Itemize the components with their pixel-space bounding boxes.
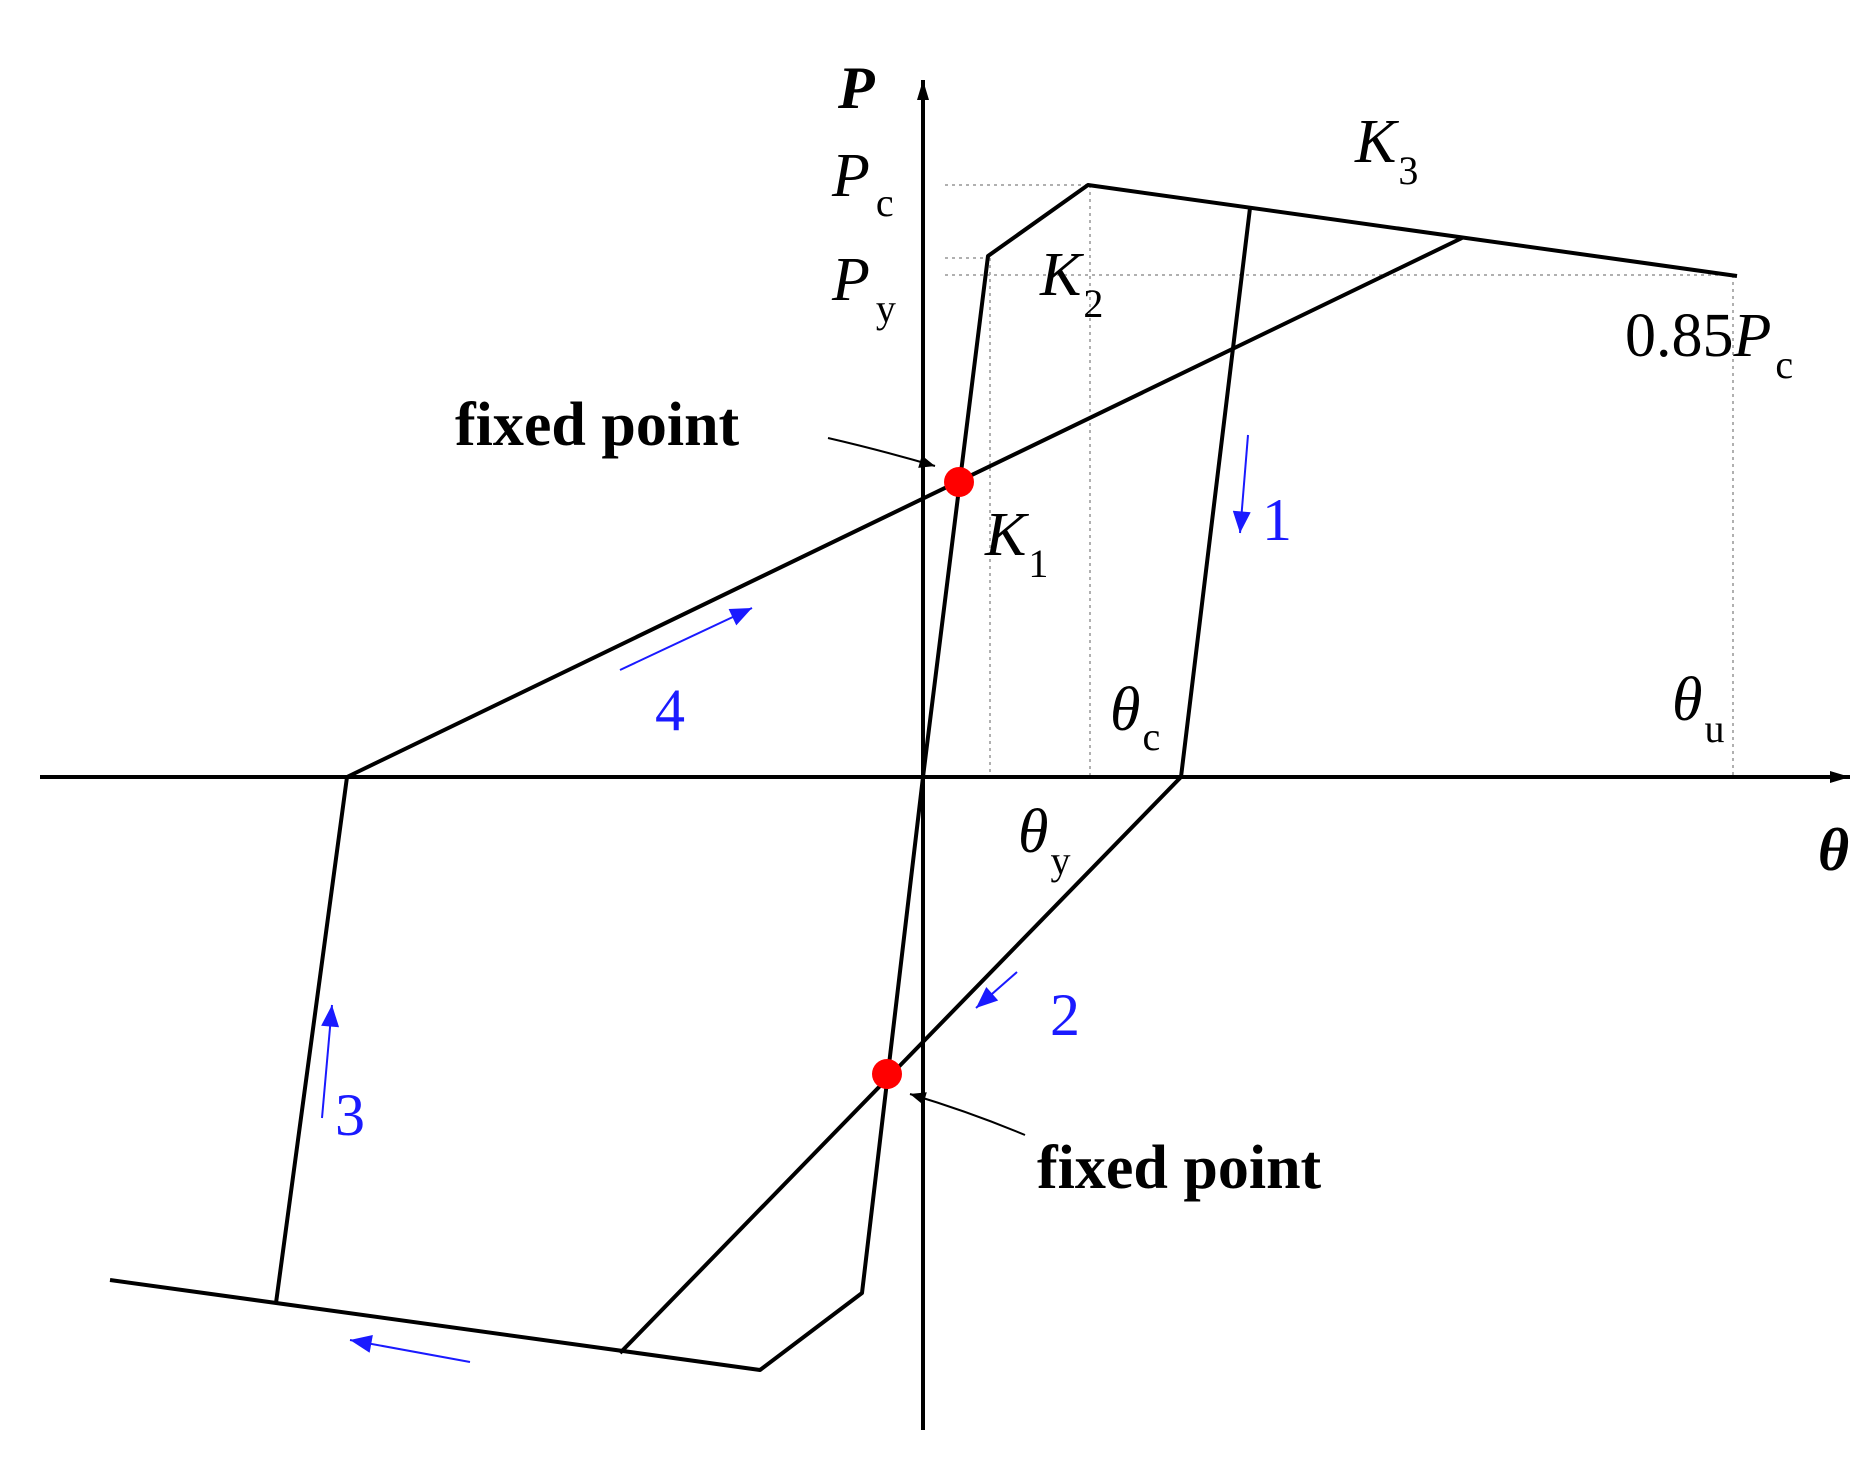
axes: [40, 80, 1850, 1430]
x-axis-title: θ: [1818, 817, 1849, 883]
k2-label: K2: [1039, 241, 1103, 326]
guide-lines: [945, 184, 1734, 777]
step1-label: 1: [1262, 487, 1292, 553]
step4-label: 4: [655, 677, 685, 743]
theta-u-label: θu: [1672, 666, 1724, 751]
k3-label: K3: [1354, 108, 1418, 193]
theta-y-label: θy: [1018, 798, 1070, 883]
step3-arrow: [321, 1004, 340, 1119]
step1-arrow: [1232, 434, 1251, 534]
step3-label: 3: [335, 1082, 365, 1148]
lower-fixed-point-label: fixed point: [1037, 1134, 1322, 1202]
step2-arrow: [975, 971, 1018, 1009]
path-arrows: [321, 434, 1251, 1363]
backbone-positive: [921, 183, 1738, 778]
reloading-branch: [274, 236, 1463, 1304]
step2-label: 2: [1050, 982, 1080, 1048]
step4-arrow: [619, 607, 753, 671]
theta-c-label: θc: [1110, 676, 1160, 759]
lower-fixed-point: [872, 1059, 902, 1089]
fixed-point-leaders: [827, 437, 1026, 1136]
upper-leader-arrow: [827, 437, 936, 468]
y-axis-title: P: [837, 55, 876, 121]
upper-fixed-point: [944, 467, 974, 497]
upper-fixed-point-label: fixed point: [455, 391, 740, 459]
hysteresis-curves: [109, 183, 1738, 1372]
k1-label: K1: [984, 501, 1048, 586]
backbone-negative: [109, 776, 925, 1372]
unloading-branch: [618, 207, 1252, 1355]
unloading-direction-arrow: [349, 1335, 471, 1363]
lower-leader-arrow: [909, 1092, 1026, 1136]
